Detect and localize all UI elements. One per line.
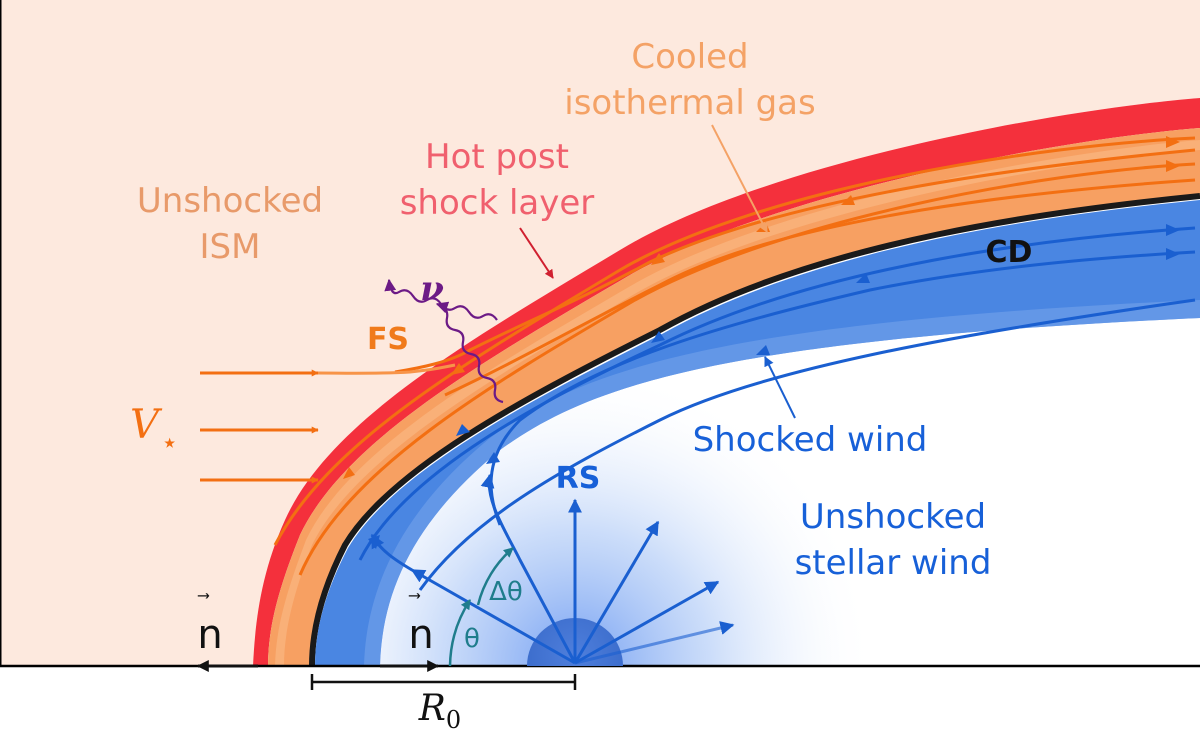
neutrino-label: ν (420, 269, 444, 309)
orange-flow-arrowhead (451, 363, 465, 375)
stellar-motion-arrows (200, 369, 319, 484)
blue-streamline-2 (489, 250, 1196, 526)
orange-streamline-3 (394, 148, 1196, 374)
orange-streamlines (273, 136, 1196, 576)
r0-label: R0 (418, 688, 461, 730)
shocked-wind-highlight (364, 300, 1200, 666)
r0-scale-bar (310, 674, 577, 690)
orange-flow-arrowhead (1166, 160, 1180, 172)
wind-ray (574, 580, 720, 665)
delta-theta-arc (476, 547, 514, 606)
ism-background (0, 0, 1200, 666)
normal-vector-label-right: n (408, 612, 433, 658)
contact-discontinuity-label: CD (986, 235, 1033, 270)
orange-streamline-2 (298, 162, 1196, 576)
blue-streamline-3 (418, 298, 1196, 591)
cooled-label-line1: Cooled (631, 37, 748, 77)
forward-shock-label: FS (367, 322, 409, 357)
stellar-velocity-label: V⋆ (130, 402, 178, 459)
orange-flow-arrowhead (343, 467, 355, 479)
normal-vector-label-left: n (197, 612, 222, 658)
hot-layer-label-line1: Hot post (425, 137, 569, 177)
wind-ray (573, 520, 660, 664)
cooled-label-line2: isothermal gas (564, 83, 815, 123)
neutrino-wiggle-2 (435, 301, 504, 404)
blue-streamlines (358, 226, 1196, 591)
blue-streamline-1 (358, 226, 1196, 561)
blue-flow-arrowhead (756, 345, 770, 355)
wind-ray (410, 568, 576, 665)
hot-layer-pointer (519, 227, 554, 279)
blue-flow-arrowhead (1166, 248, 1180, 260)
wind-ray (574, 621, 735, 665)
theta-label: θ (464, 624, 480, 654)
wind-ray-curved (480, 473, 577, 664)
unshocked-wind-label-line1: Unshocked (800, 497, 986, 537)
wind-glow (380, 318, 1200, 666)
wind-ray-curved (370, 533, 413, 572)
reverse-shock-label: RS (556, 461, 601, 496)
unshocked-ism-label-line1: Unshocked (137, 181, 323, 221)
orange-flow-arrowhead (841, 195, 855, 205)
contact-discontinuity (309, 193, 1200, 667)
blue-flow-arrowhead (456, 424, 470, 436)
blue-flow-arrowhead (486, 452, 500, 464)
hot-layer-label-line2: shock layer (400, 183, 595, 223)
delta-theta-label: Δθ (489, 577, 523, 607)
orange-flow-arrowhead (1166, 136, 1180, 148)
cooled-gas-highlight (275, 140, 1200, 666)
theta-arc (448, 599, 472, 667)
orange-streamline-4 (444, 178, 1196, 397)
blue-flow-arrowhead (856, 273, 870, 283)
blue-flow-arrowhead (1166, 224, 1180, 236)
shocked-wind-pointer (764, 356, 796, 419)
cooled-gas-pointer (711, 124, 768, 233)
blue-flow-arrowhead (651, 331, 665, 343)
ism-inflow-streamline (317, 363, 456, 375)
unshocked-wind-label-line2: stellar wind (795, 543, 992, 583)
orange-flow-arrowhead (651, 253, 665, 265)
unshocked-ism-label-line2: ISM (200, 227, 261, 267)
orange-streamline-1 (273, 136, 1196, 546)
shocked-wind-label: Shocked wind (693, 420, 928, 460)
wind-rays (370, 473, 735, 665)
